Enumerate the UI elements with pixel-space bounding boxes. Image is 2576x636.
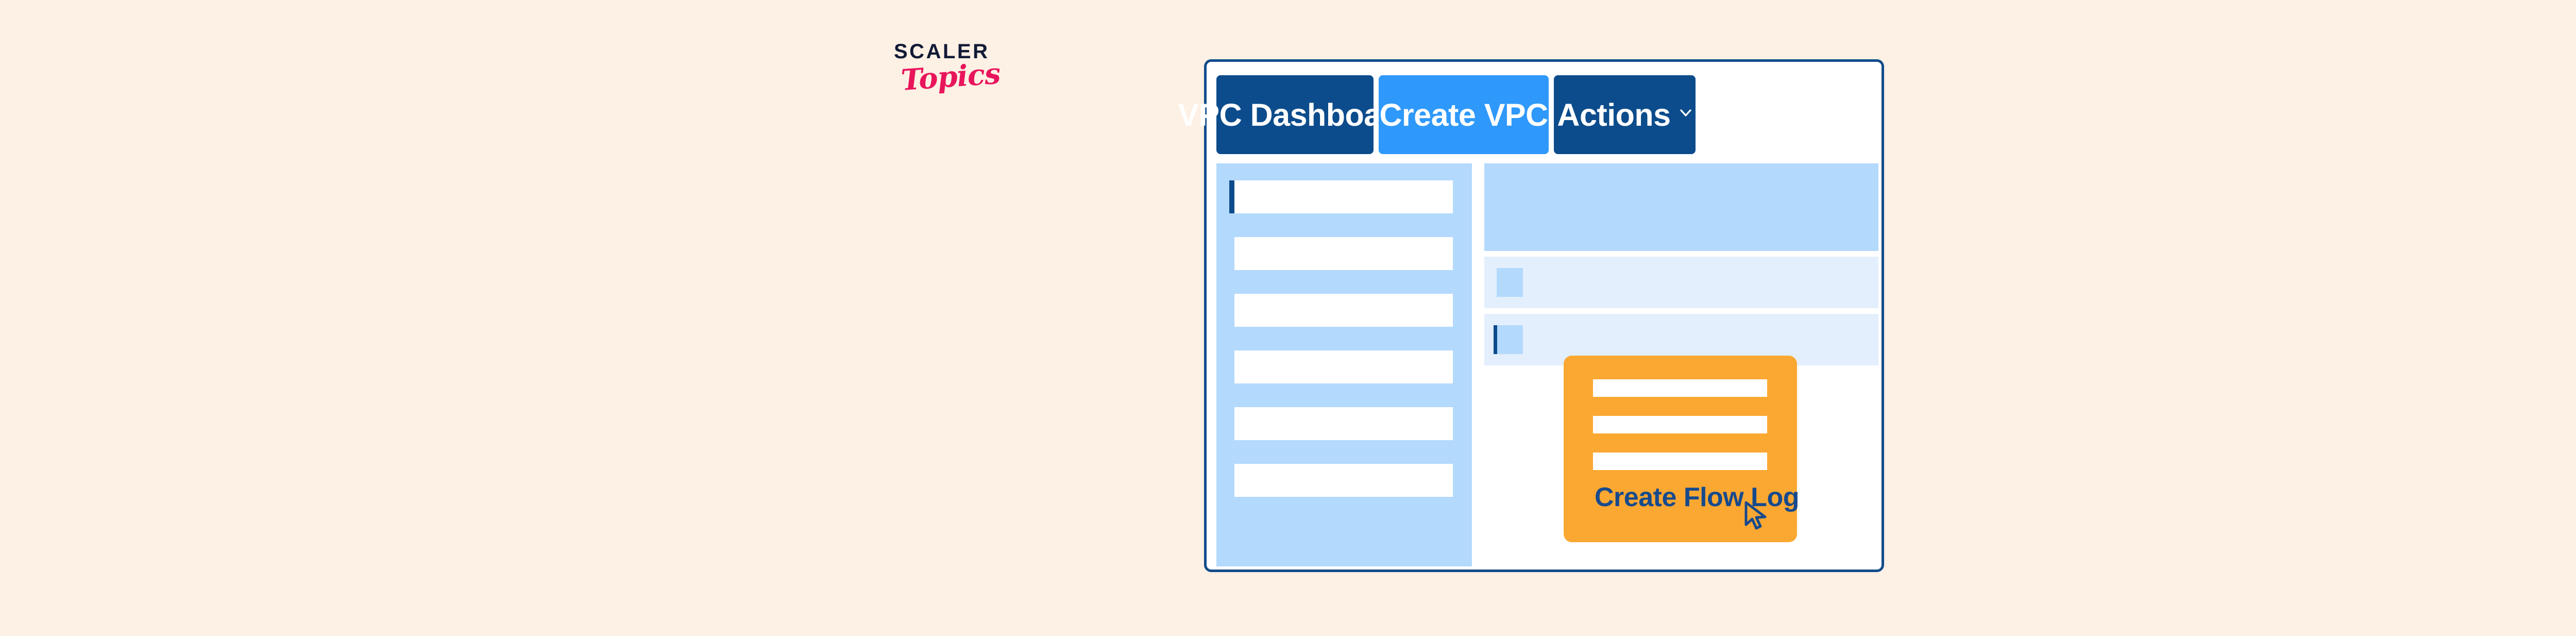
card-placeholder-bar-2 — [1593, 416, 1767, 433]
sidebar-item-1[interactable] — [1229, 180, 1453, 213]
sidebar-navigation — [1216, 163, 1472, 566]
content-row-2-swatch — [1494, 325, 1523, 354]
mouse-pointer-icon — [1743, 500, 1771, 531]
nav-button-actions-label: Actions — [1557, 97, 1671, 132]
brand-wordmark: SCALER — [894, 40, 990, 63]
sidebar-item-3[interactable] — [1234, 294, 1453, 327]
top-navigation-bar: VPC Dashboard Create VPC Actions — [1178, 75, 1696, 154]
nav-button-create-vpc[interactable]: Create VPC — [1379, 75, 1549, 154]
brand-logo: SCALER Topics — [894, 41, 1059, 124]
sidebar-item-5[interactable] — [1234, 407, 1453, 440]
content-row-2-active-accent — [1494, 325, 1497, 354]
chevron-down-icon — [1679, 106, 1692, 120]
vpc-console-panel: VPC Dashboard Create VPC Actions — [1178, 59, 1884, 572]
create-flow-log-card[interactable]: Create Flow Log — [1564, 356, 1799, 542]
sidebar-item-active-accent — [1229, 180, 1234, 213]
nav-button-actions[interactable]: Actions — [1554, 75, 1696, 154]
card-placeholder-bar-3 — [1593, 453, 1767, 470]
content-row-1-swatch — [1497, 268, 1523, 297]
create-flow-log-label: Create Flow Log — [1595, 482, 1799, 512]
card-placeholder-bar-1 — [1593, 379, 1767, 397]
nav-button-vpc-dashboard[interactable]: VPC Dashboard — [1178, 75, 1412, 154]
panel-body — [1216, 163, 1878, 566]
brand-script-wordmark: Topics — [900, 56, 1002, 97]
content-hero-block — [1484, 163, 1878, 251]
sidebar-item-2[interactable] — [1234, 237, 1453, 270]
sidebar-item-6[interactable] — [1234, 464, 1453, 497]
nav-button-vpc-dashboard-label: VPC Dashboard — [1178, 97, 1412, 132]
main-content-column — [1484, 163, 1878, 365]
content-row-1[interactable] — [1484, 257, 1878, 308]
sidebar-item-4[interactable] — [1234, 350, 1453, 383]
nav-button-create-vpc-label: Create VPC — [1379, 97, 1548, 132]
